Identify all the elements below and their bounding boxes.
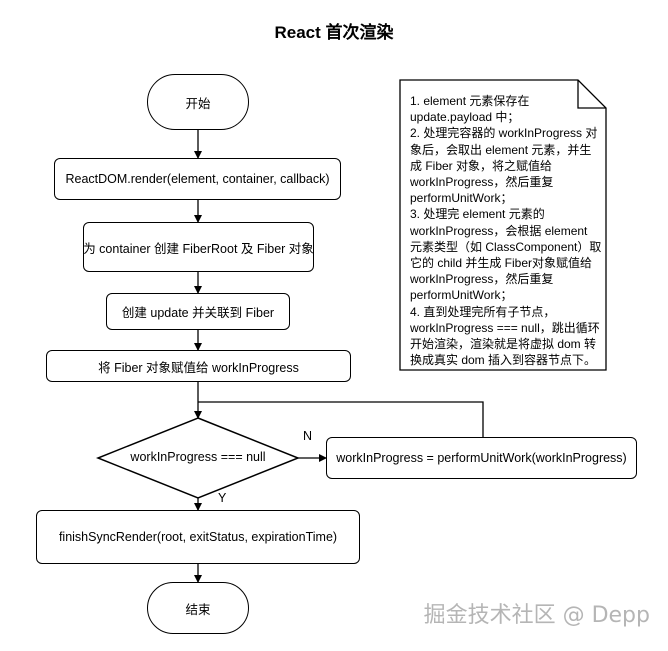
watermark: 掘金技术社区 @ Depp xyxy=(423,603,650,628)
note-fold xyxy=(577,80,606,109)
edge-label-yes: Y xyxy=(218,491,227,505)
render-node: ReactDOM.render(element, container, call… xyxy=(54,158,341,200)
edge-perform-loop xyxy=(198,401,484,437)
assign-workinprogress-node: 将 Fiber 对象赋值给 workInProgress xyxy=(46,350,351,382)
finish-sync-render-node: finishSyncRender(root, exitStatus, expir… xyxy=(36,510,360,564)
note-shape xyxy=(399,79,607,371)
perform-unit-work-node: workInProgress = performUnitWork(workInP… xyxy=(326,437,637,479)
create-fiberroot-node: 为 container 创建 FiberRoot 及 Fiber 对象 xyxy=(83,222,314,272)
decision-diamond xyxy=(95,417,301,499)
decision-label: workInProgress === null xyxy=(130,450,266,464)
create-update-node: 创建 update 并关联到 Fiber xyxy=(106,293,290,330)
diagram-title: React 首次渲染 xyxy=(274,23,394,42)
note-text: 1. element 元素保存在 update.payload 中； 2. 处理… xyxy=(410,94,602,368)
start-node: 开始 xyxy=(147,74,249,130)
end-node: 结束 xyxy=(147,582,249,634)
edge-label-no: N xyxy=(303,429,313,443)
